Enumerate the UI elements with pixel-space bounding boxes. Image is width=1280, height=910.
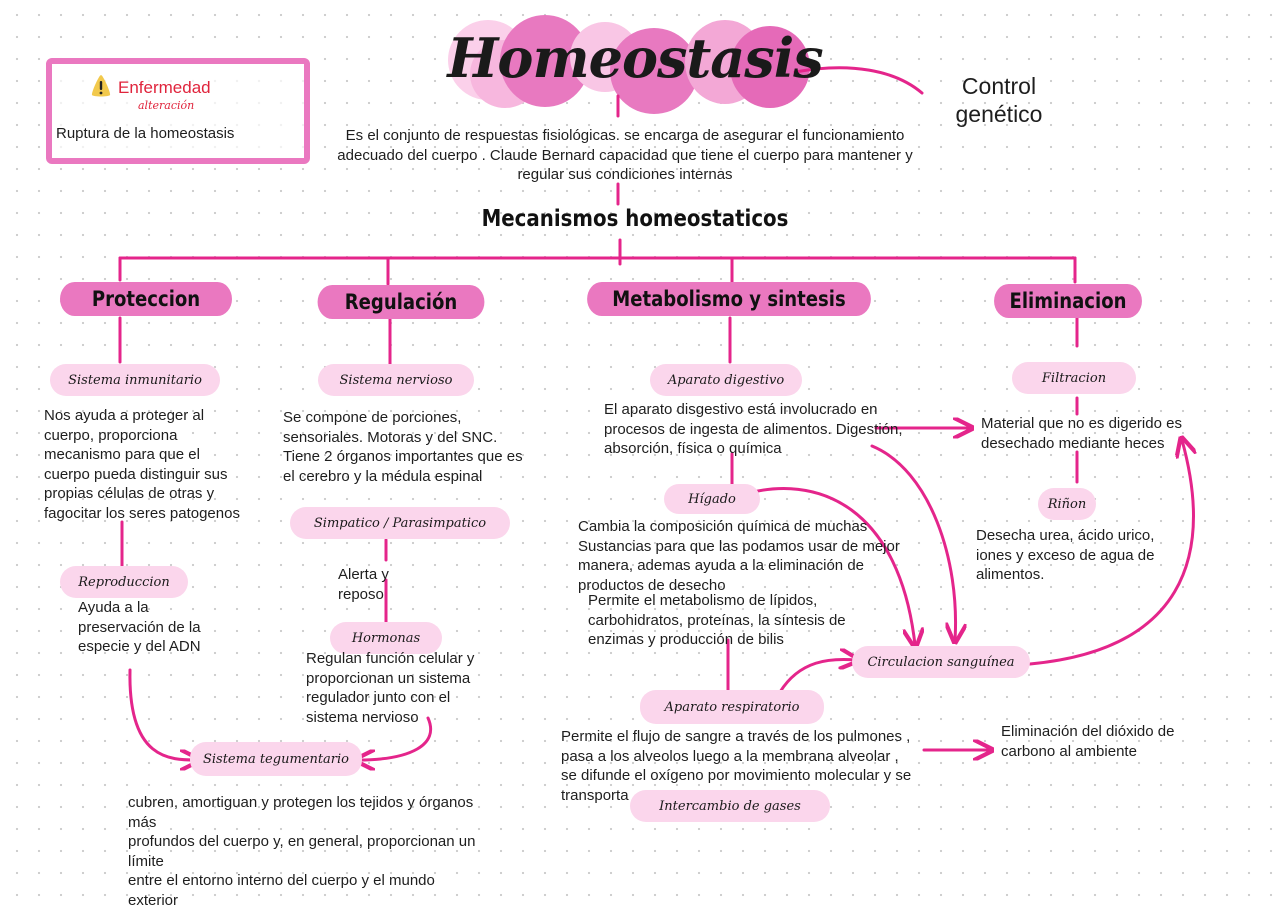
disease-heading: Enfermedad xyxy=(118,78,211,97)
mechanisms-title: Mecanismos homeostaticos xyxy=(481,206,789,232)
node-circulacion-sanguinea: Circulacion sanguínea xyxy=(852,646,1030,678)
node-hormonas: Hormonas xyxy=(330,622,442,654)
tegumentario-text: cubren, amortiguan y protegen los tejido… xyxy=(128,794,476,909)
rinon-text: Desecha urea, ácido urico, iones y exces… xyxy=(976,527,1155,583)
simpatico-text: Alerta y reposo xyxy=(338,566,389,603)
node-rinon: Riñon xyxy=(1038,488,1096,520)
node-simpatico-parasimpatico: Simpatico / Parasimpatico xyxy=(290,507,510,539)
hormonas-text: Regulan función celular y proporcionan u… xyxy=(306,650,475,726)
page-title: Homeostasis xyxy=(447,26,823,90)
node-sistema-nervioso: Sistema nervioso xyxy=(318,364,474,396)
title-blob-5 xyxy=(610,28,698,114)
definition-text: Es el conjunto de respuestas fisiológica… xyxy=(337,127,913,183)
co2-text: Eliminación del dióxido de carbono al am… xyxy=(1001,723,1175,760)
warning-icon xyxy=(90,74,112,103)
digestivo-text: El aparato disgestivo está involucrado e… xyxy=(604,401,903,457)
respiratorio-text: Permite el flujo de sangre a través de l… xyxy=(561,728,912,804)
higado-text: Cambia la composición química de muchas … xyxy=(578,518,900,594)
nervioso-text: Se compone de porciones, sensoriales. Mo… xyxy=(283,409,523,485)
node-sistema-inmunitario: Sistema inmunitario xyxy=(50,364,220,396)
reproduccion-text: Ayuda a la preservación de la especie y … xyxy=(78,599,201,655)
branch-regulacion: Regulación xyxy=(317,285,485,319)
control-label: Control genético xyxy=(955,73,1043,127)
higado-text-2: Permite el metabolismo de lípidos, carbo… xyxy=(588,592,846,648)
node-sistema-tegumentario: Sistema tegumentario xyxy=(190,742,362,776)
disease-subheading: alteración xyxy=(138,99,195,112)
disease-text: Ruptura de la homeostasis xyxy=(56,125,235,142)
branch-eliminacion: Eliminacion xyxy=(994,284,1142,318)
node-filtracion: Filtracion xyxy=(1012,362,1136,394)
node-reproduccion: Reproduccion xyxy=(60,566,188,598)
node-higado: Hígado xyxy=(664,484,760,514)
node-intercambio-gases: Intercambio de gases xyxy=(630,790,830,822)
branch-metabolismo: Metabolismo y sintesis xyxy=(587,282,871,316)
inmunitario-text: Nos ayuda a proteger al cuerpo, proporci… xyxy=(44,407,240,522)
node-aparato-respiratorio: Aparato respiratorio xyxy=(640,690,824,724)
filtracion-text: Material que no es digerido es desechado… xyxy=(981,415,1182,452)
branch-proteccion: Proteccion xyxy=(60,282,232,316)
node-aparato-digestivo: Aparato digestivo xyxy=(650,364,802,396)
disease-box xyxy=(46,58,310,164)
